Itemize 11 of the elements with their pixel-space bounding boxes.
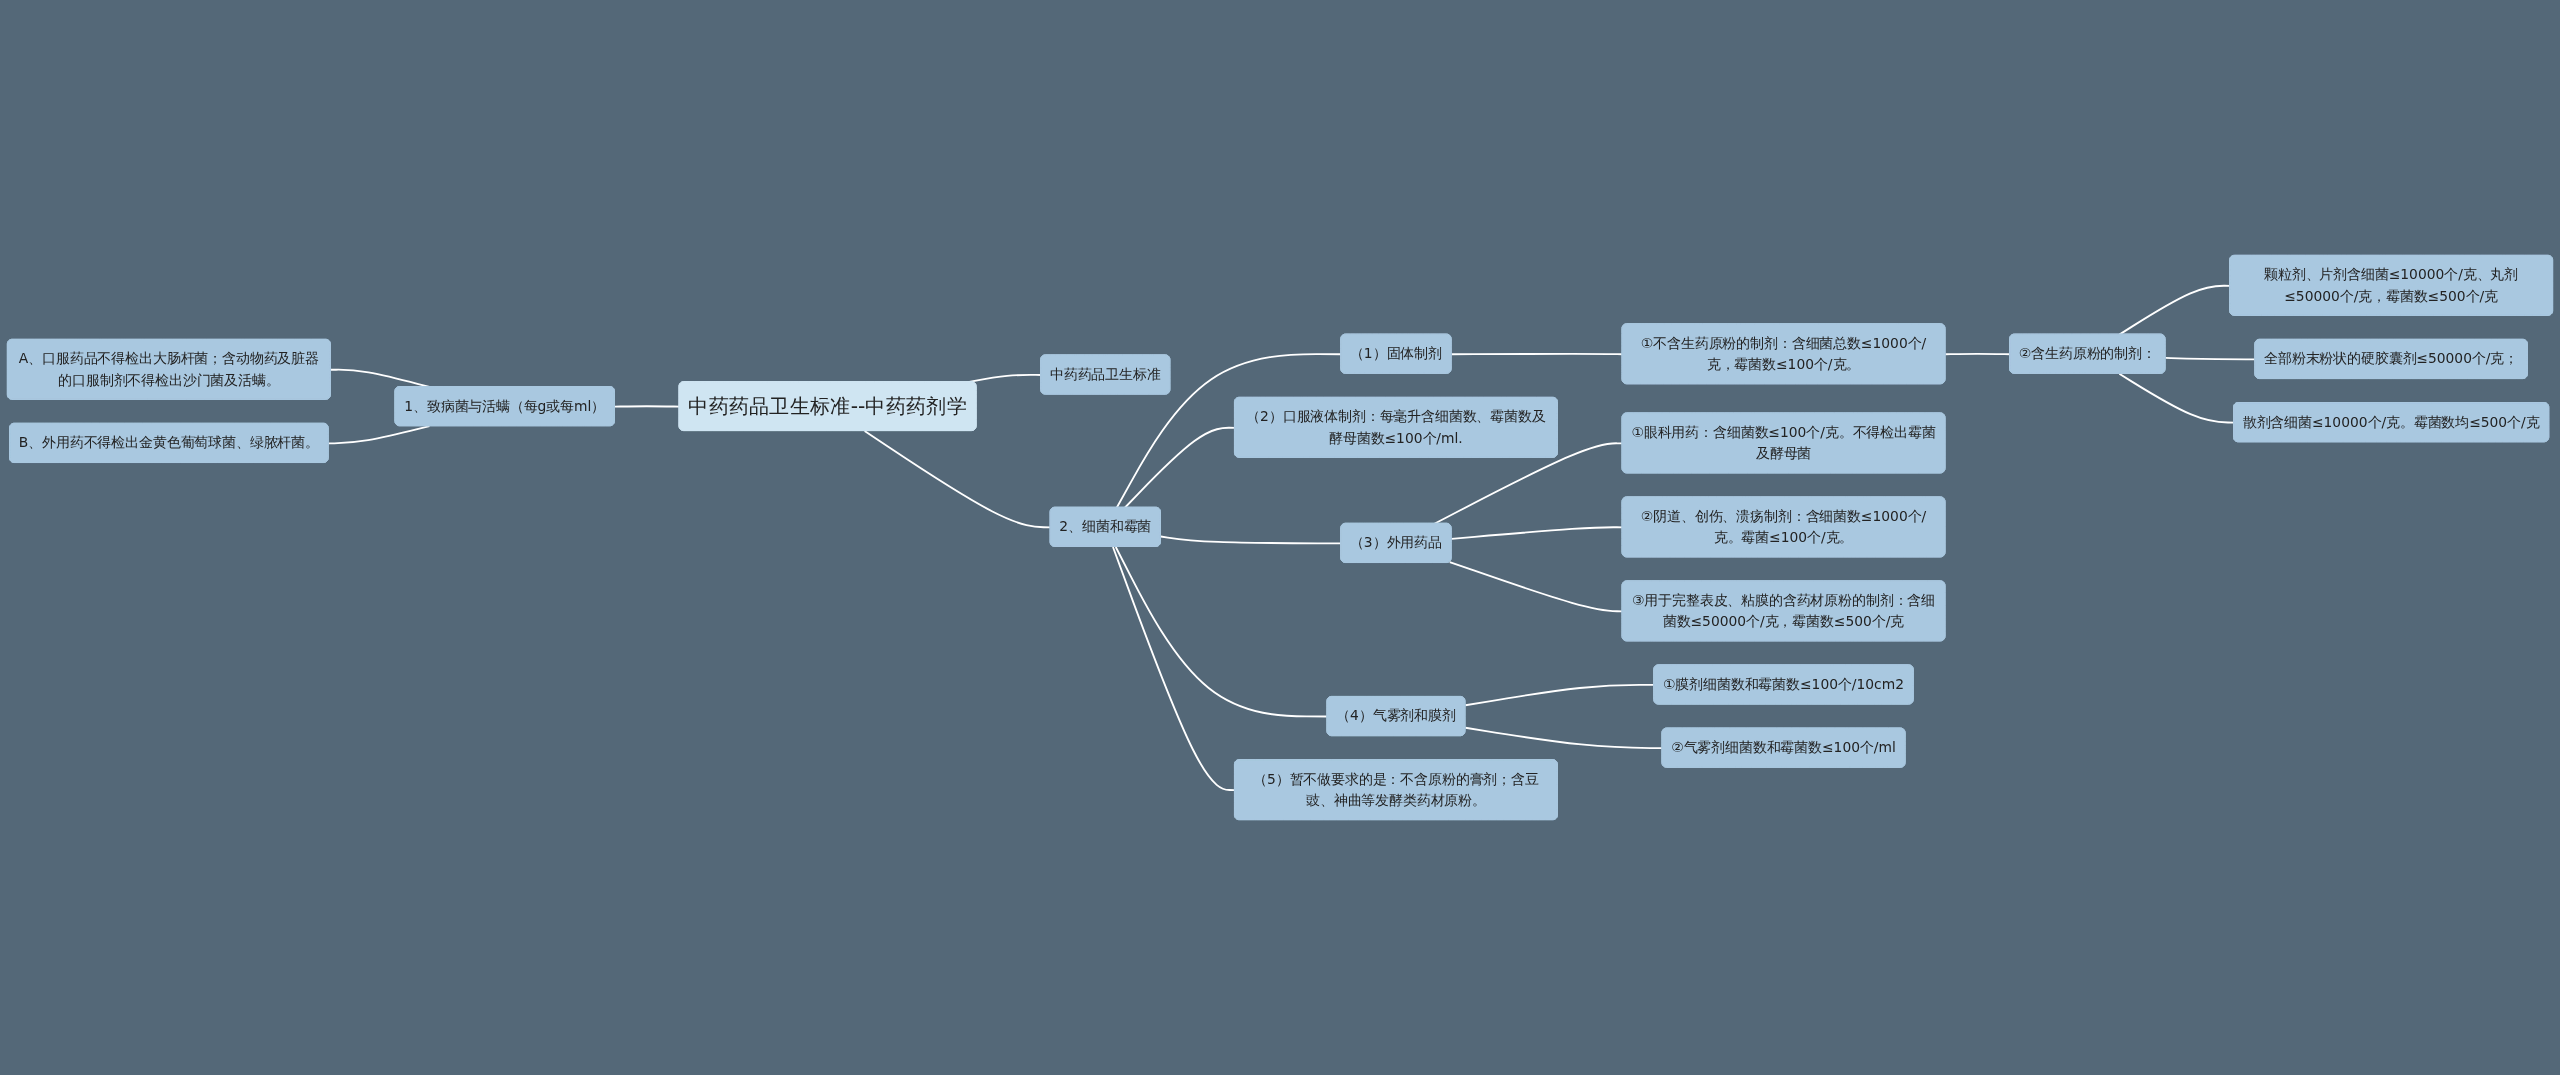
connector xyxy=(1123,426,1236,509)
connector xyxy=(1433,442,1624,525)
connector xyxy=(327,425,431,445)
connector xyxy=(2118,372,2235,424)
connector xyxy=(1112,546,1236,792)
connector xyxy=(1450,352,1624,356)
connector xyxy=(614,405,681,408)
connector xyxy=(1448,561,1624,613)
connector xyxy=(1450,526,1624,540)
connector xyxy=(1944,352,2011,356)
connector xyxy=(863,430,1052,529)
